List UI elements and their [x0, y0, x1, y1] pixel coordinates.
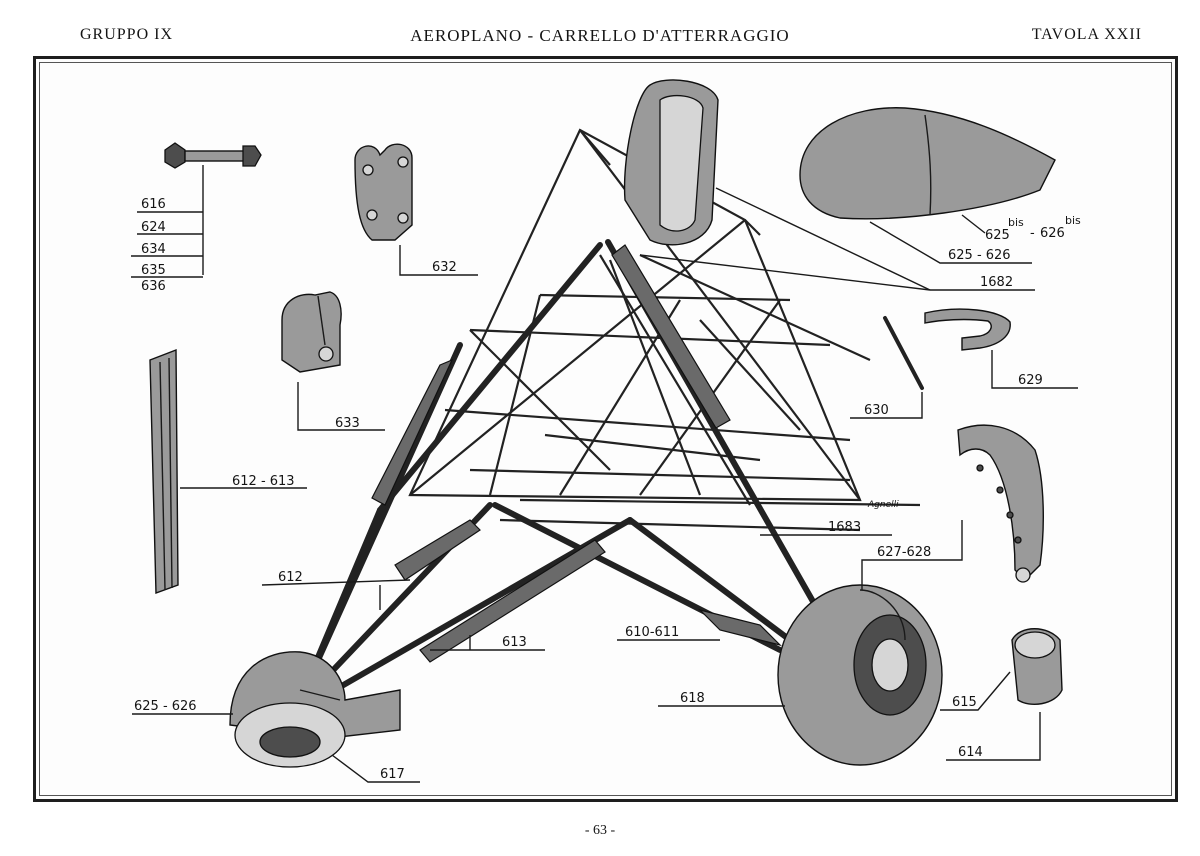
label-612: 612: [278, 570, 303, 585]
label-633: 633: [335, 416, 360, 431]
bolt-part: [164, 142, 262, 169]
fork-bracket-part: [354, 143, 413, 241]
label-624: 624: [141, 220, 166, 235]
label-617: 617: [380, 767, 405, 782]
label-625-626-left: 625 - 626: [134, 699, 197, 714]
label-bis-1: bis: [1008, 216, 1024, 229]
landing-gear-struts: [297, 239, 818, 713]
label-636: 636: [141, 279, 166, 294]
label-634: 634: [141, 242, 166, 257]
label-627-628: 627-628: [877, 545, 931, 560]
label-626bis: 626: [1040, 226, 1065, 241]
label-625bis: 625: [985, 228, 1010, 243]
label-614: 614: [958, 745, 983, 760]
label-bis-2: bis: [1065, 214, 1081, 227]
part-labels: 616 624 634 635 636 632 633 612 - 613 61…: [134, 197, 1081, 782]
label-629: 629: [1018, 373, 1043, 388]
header-title: AEROPLANO - CARRELLO D'ATTERRAGGIO: [410, 26, 790, 45]
label-1683: 1683: [828, 520, 861, 535]
leader-lines: [131, 165, 1078, 783]
header-plate: TAVOLA XXII: [1031, 26, 1142, 43]
left-wheel-assembly: [229, 651, 401, 768]
strap-clip-part: [924, 308, 1011, 351]
label-613: 613: [502, 635, 527, 650]
pin-part: [883, 316, 924, 390]
label-630: 630: [864, 403, 889, 418]
header-group: GRUPPO IX: [80, 26, 174, 43]
hub-nut-part: [1011, 628, 1063, 706]
artist-signature: Agnelli: [867, 500, 899, 510]
channel-profile-part: [149, 348, 179, 594]
label-632: 632: [432, 260, 457, 275]
wheel-fairing-part: [799, 107, 1056, 220]
clamp-block-part: [281, 291, 342, 373]
label-615: 615: [952, 695, 977, 710]
main-wheel: [777, 584, 943, 766]
label-bis-separator: -: [1030, 226, 1035, 241]
label-635: 635: [141, 263, 166, 278]
label-625-626-right: 625 - 626: [948, 248, 1011, 263]
fairing-cover-part: [623, 79, 719, 246]
label-1682: 1682: [980, 275, 1013, 290]
label-610-611: 610-611: [625, 625, 679, 640]
page-number: - 63 -: [584, 823, 616, 838]
curved-strap-part: [957, 424, 1044, 583]
label-618: 618: [680, 691, 705, 706]
label-612-613: 612 - 613: [232, 474, 295, 489]
label-616: 616: [141, 197, 166, 212]
